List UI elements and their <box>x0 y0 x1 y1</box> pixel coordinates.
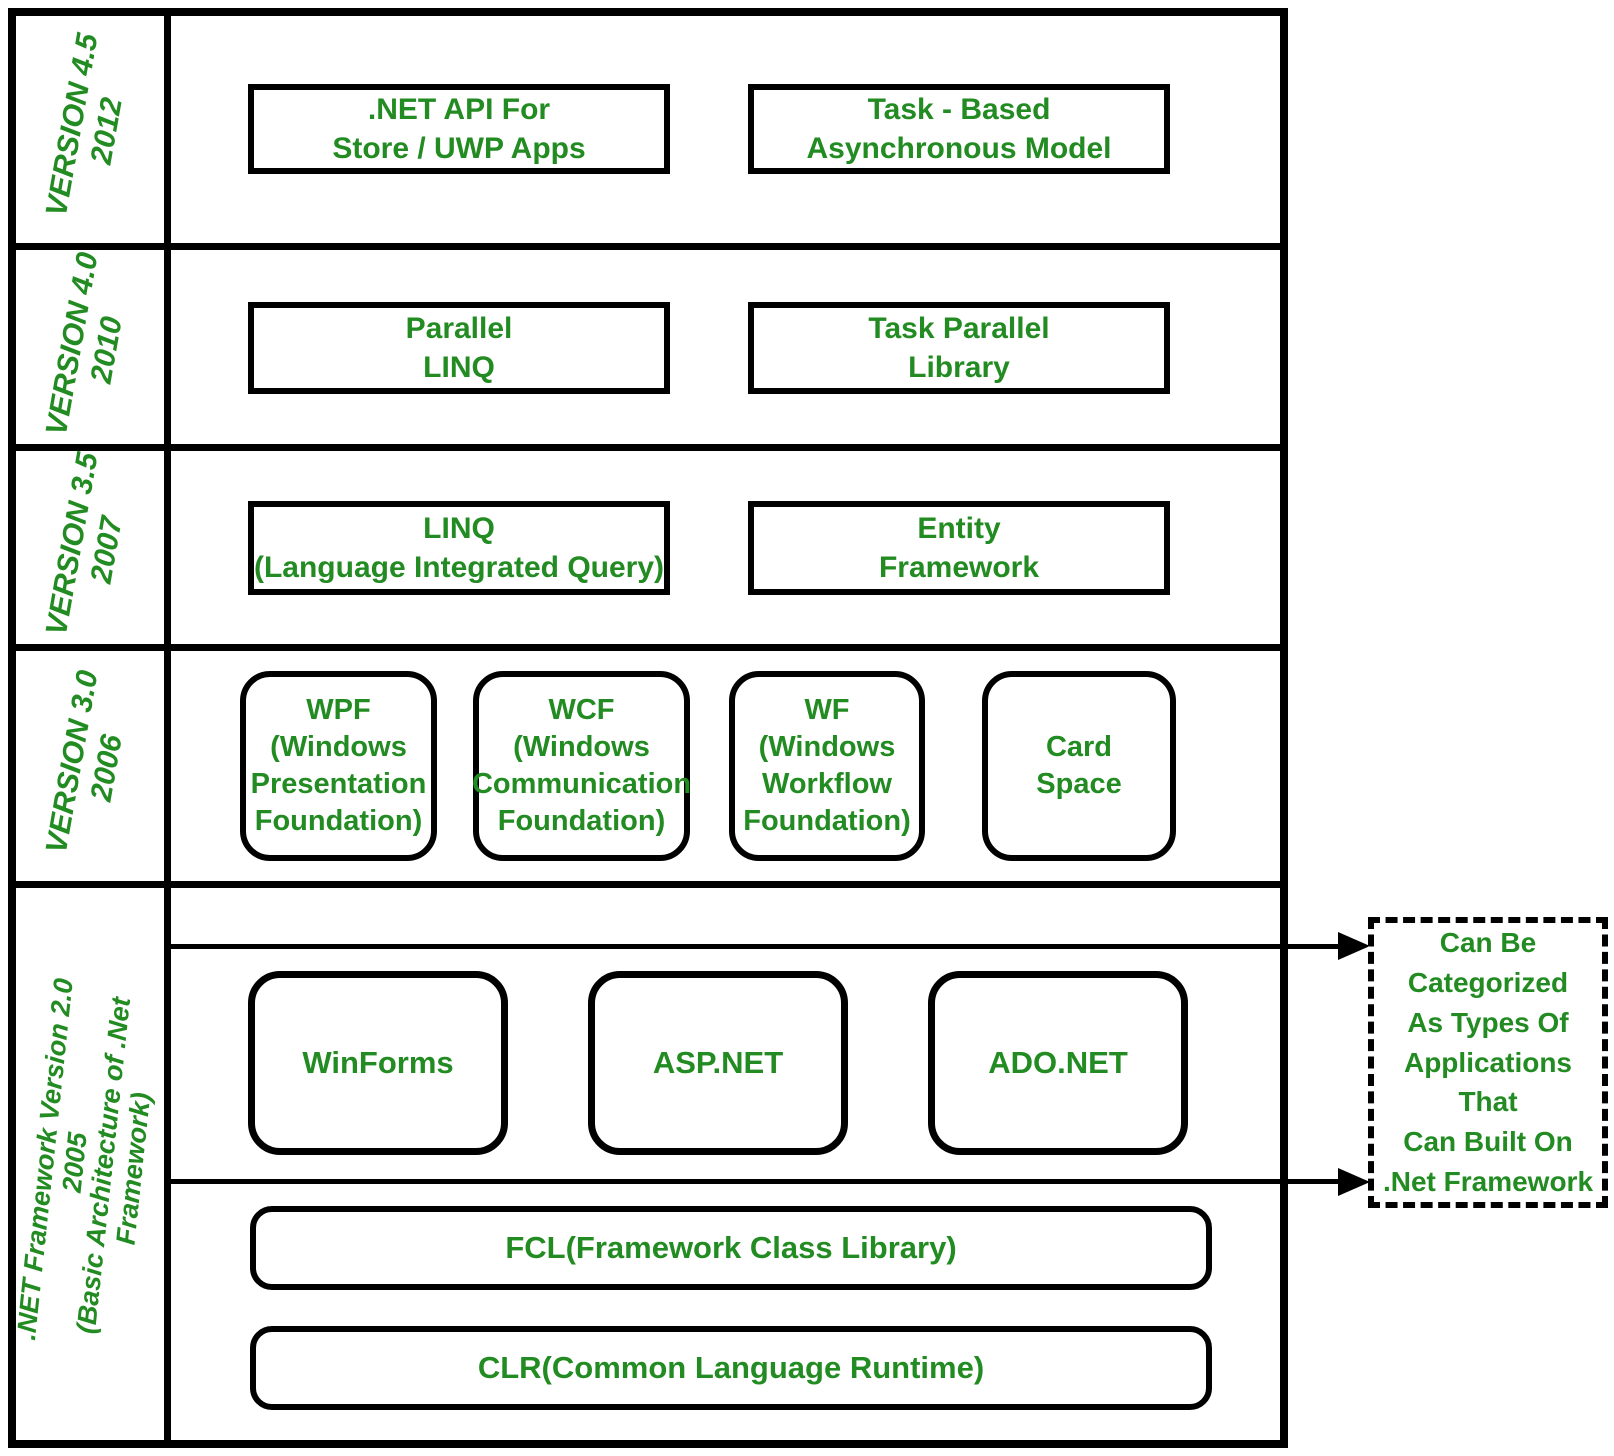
diagram-outer-frame <box>8 8 1288 1448</box>
fcl-box: FCL(Framework Class Library) <box>250 1206 1212 1290</box>
wf-box: WF (Windows Workflow Foundation) <box>729 671 925 861</box>
aspnet-box: ASP.NET <box>588 971 848 1155</box>
wpf-box: WPF (Windows Presentation Foundation) <box>240 671 437 861</box>
bottom-arrow-line <box>164 1179 1340 1184</box>
parallel-linq-box: Parallel LINQ <box>248 302 670 394</box>
top-arrow-head <box>1338 932 1370 960</box>
row-divider-1 <box>8 243 1288 250</box>
wcf-box: WCF (Windows Communication Foundation) <box>472 671 691 861</box>
card-space-box: Card Space <box>982 671 1176 861</box>
task-parallel-library-box: Task Parallel Library <box>748 302 1170 394</box>
task-based-async-box: Task - Based Asynchronous Model <box>748 84 1170 174</box>
version-label-column-divider <box>164 8 171 1448</box>
entity-framework-box: Entity Framework <box>748 501 1170 595</box>
linq-box: LINQ (Language Integrated Query) <box>248 501 670 595</box>
clr-box: CLR(Common Language Runtime) <box>250 1326 1212 1410</box>
row-divider-2 <box>8 444 1288 451</box>
categorization-note-box: Can Be Categorized As Types Of Applicati… <box>1368 917 1608 1208</box>
row-divider-4 <box>8 881 1288 888</box>
row-divider-3 <box>8 644 1288 651</box>
categorization-note-text: Can Be Categorized As Types Of Applicati… <box>1382 927 1594 1197</box>
adonet-box: ADO.NET <box>928 971 1188 1155</box>
net-api-store-uwp-box: .NET API For Store / UWP Apps <box>248 84 670 174</box>
winforms-box: WinForms <box>248 971 508 1155</box>
top-arrow-line <box>164 944 1340 949</box>
bottom-arrow-head <box>1338 1168 1370 1196</box>
